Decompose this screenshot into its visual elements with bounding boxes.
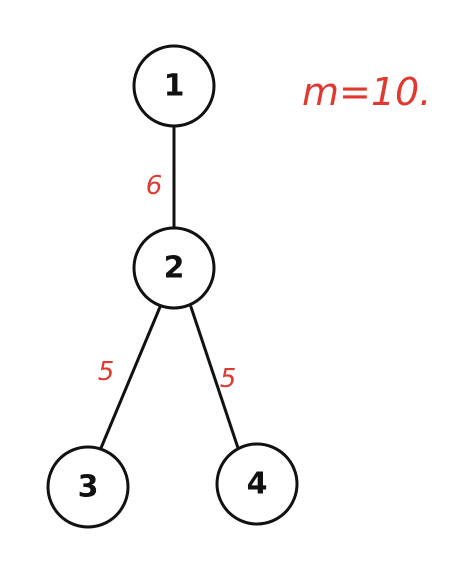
- node-2-label: 2: [164, 251, 185, 286]
- node-3: 3: [46, 445, 130, 529]
- node-4: 4: [215, 442, 299, 526]
- node-2: 2: [132, 226, 216, 310]
- edge-weight-2-4: 5: [220, 364, 237, 394]
- node-1-circle: [132, 44, 216, 128]
- edge-weight-1-2: 6: [146, 171, 163, 201]
- node-1: 1: [132, 44, 216, 128]
- m-value-annotation: m=10.: [302, 70, 431, 114]
- node-4-circle: [215, 442, 299, 526]
- edge-2-3: [99, 305, 162, 450]
- node-3-circle: [46, 445, 130, 529]
- node-3-label: 3: [78, 470, 99, 505]
- edge-2-4: [189, 305, 240, 450]
- edge-weight-2-3: 5: [98, 357, 115, 387]
- node-4-label: 4: [247, 467, 268, 502]
- node-2-circle: [132, 226, 216, 310]
- node-1-label: 1: [164, 69, 185, 104]
